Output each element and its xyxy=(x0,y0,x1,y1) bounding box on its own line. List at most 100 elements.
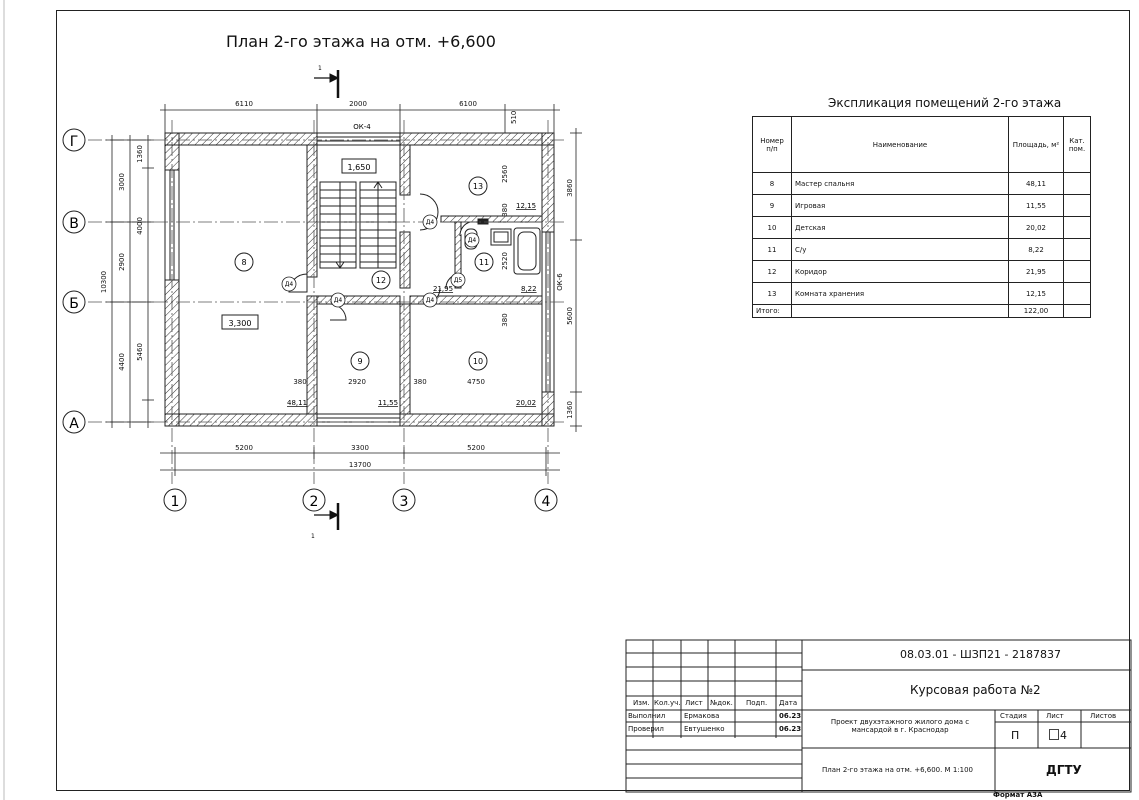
axis-bubbles xyxy=(62,128,558,512)
room-number-10: 10 xyxy=(473,357,483,366)
sheet-number-value: 4 xyxy=(1060,729,1067,742)
section-mark-top: 1 xyxy=(318,65,322,72)
room-area-12: 21,95 xyxy=(433,285,453,293)
axis-label-1: 1 xyxy=(171,494,180,510)
windows xyxy=(164,132,555,427)
dim-right-1: 3860 xyxy=(566,179,574,197)
dim-left-1: 3000 xyxy=(118,173,126,191)
explication-header-name: Наименование xyxy=(791,116,1009,173)
row-area: 21,95 xyxy=(1008,260,1064,283)
total-area: 122,00 xyxy=(1008,304,1064,318)
stage-value: П xyxy=(1011,729,1020,742)
sheet-box-icon xyxy=(1049,729,1059,740)
explication-header-cat: Кат. пом. xyxy=(1063,116,1091,173)
door-mark-2: Д4 xyxy=(334,297,343,304)
stair-level-box xyxy=(341,158,377,174)
row-num: 10 xyxy=(752,216,792,239)
row-name: Игровая xyxy=(791,194,1009,217)
room-number-8: 8 xyxy=(241,258,246,267)
room-number-9: 9 xyxy=(357,357,362,366)
window-mark-top: ОК-4 xyxy=(353,123,371,131)
explication-table: Номер п/п Наименование Площадь, м² Кат. … xyxy=(752,116,1091,318)
room-number-13: 13 xyxy=(473,182,483,191)
checked-by-name: Евтушенко xyxy=(684,725,725,733)
dim-right-2: 5600 xyxy=(566,307,574,325)
door-mark-6: Д4 xyxy=(468,237,477,244)
col-header-izm: Изм. xyxy=(633,699,650,707)
row-num: 9 xyxy=(752,194,792,217)
row-cat xyxy=(1063,194,1091,217)
dim-left-3: 4400 xyxy=(118,353,126,371)
dim-inner-6: 380 xyxy=(293,378,306,386)
table-row: 8 Мастер спальня 48,11 xyxy=(752,172,1091,195)
dim-inner-2: 380 xyxy=(501,203,509,216)
room-bubbles xyxy=(234,176,494,371)
row-cat xyxy=(1063,216,1091,239)
explication-title: Экспликация помещений 2-го этажа xyxy=(828,96,1062,110)
dim-right-3: 1360 xyxy=(566,401,574,419)
row-num: 11 xyxy=(752,238,792,261)
dim-top-3: 6100 xyxy=(459,100,477,108)
window-mark-side: ОК-6 xyxy=(556,273,564,291)
plan-title: План 2-го этажа на отм. +6,600 xyxy=(226,32,496,51)
dim-inner-8: 380 xyxy=(413,378,426,386)
dim-inner-4: 380 xyxy=(501,313,509,326)
title-block-grid xyxy=(625,639,1132,793)
row-cat xyxy=(1063,238,1091,261)
level-mark-box xyxy=(221,314,259,330)
dimension-lines xyxy=(106,104,582,476)
stage-label: Стадия xyxy=(1000,712,1027,720)
row-num: 8 xyxy=(752,172,792,195)
dim-inner-7: 4750 xyxy=(467,378,485,386)
row-name: Коридор xyxy=(791,260,1009,283)
organization: ДГТУ xyxy=(1046,763,1082,777)
dim-bottom-total: 13700 xyxy=(349,461,371,469)
staircase xyxy=(319,181,397,269)
dim-left-total: 10300 xyxy=(100,271,108,293)
stair-level: 1,650 xyxy=(348,163,371,172)
row-cat xyxy=(1063,282,1091,305)
door-mark-4: Д4 xyxy=(426,297,435,304)
door-mark-5: Д5 xyxy=(454,277,463,284)
dim-inner-1: 2560 xyxy=(501,165,509,183)
level-mark: 3,300 xyxy=(229,319,252,328)
total-empty xyxy=(791,304,1009,318)
row-area: 11,55 xyxy=(1008,194,1064,217)
dim-left-inner-1: 1360 xyxy=(136,145,144,163)
section-markers xyxy=(314,70,340,530)
checked-by-label: Проверил xyxy=(628,725,664,733)
table-row: 9 Игровая 11,55 xyxy=(752,194,1091,217)
dim-bottom-3: 5200 xyxy=(467,444,485,452)
room-number-11: 11 xyxy=(479,258,489,267)
row-num: 12 xyxy=(752,260,792,283)
performed-by-name: Ермакова xyxy=(684,712,720,720)
sheet-format: Формат А3А xyxy=(993,791,1043,799)
row-name: Комната хранения xyxy=(791,282,1009,305)
room-area-11: 8,22 xyxy=(521,285,537,293)
table-row: 12 Коридор 21,95 xyxy=(752,260,1091,283)
door-mark-3: Д4 xyxy=(426,219,435,226)
axis-label-a: А xyxy=(69,416,79,432)
total-label: Итого: xyxy=(752,304,792,318)
dim-bottom-1: 5200 xyxy=(235,444,253,452)
dim-left-inner-2: 4000 xyxy=(136,217,144,235)
room-number-12: 12 xyxy=(376,276,386,285)
dim-left-2: 2900 xyxy=(118,253,126,271)
col-header-list: Лист xyxy=(685,699,703,707)
dim-inner-5: 2920 xyxy=(348,378,366,386)
col-header-date: Дата xyxy=(779,699,798,707)
work-title: Курсовая работа №2 xyxy=(910,683,1041,697)
room-area-8: 48,11 xyxy=(287,399,307,407)
row-name: Детская xyxy=(791,216,1009,239)
col-header-sign: Подп. xyxy=(746,699,768,707)
explication-header-area: Площадь, м² xyxy=(1008,116,1064,173)
dim-left-inner-3: 5460 xyxy=(136,343,144,361)
performed-by-label: Выполнил xyxy=(628,712,666,720)
door-mark-bubbles xyxy=(281,214,480,308)
row-area: 12,15 xyxy=(1008,282,1064,305)
axis-label-g: Г xyxy=(70,134,79,150)
table-row: 10 Детская 20,02 xyxy=(752,216,1091,239)
grid-lines xyxy=(88,120,565,484)
drawing-frame xyxy=(56,10,1130,791)
